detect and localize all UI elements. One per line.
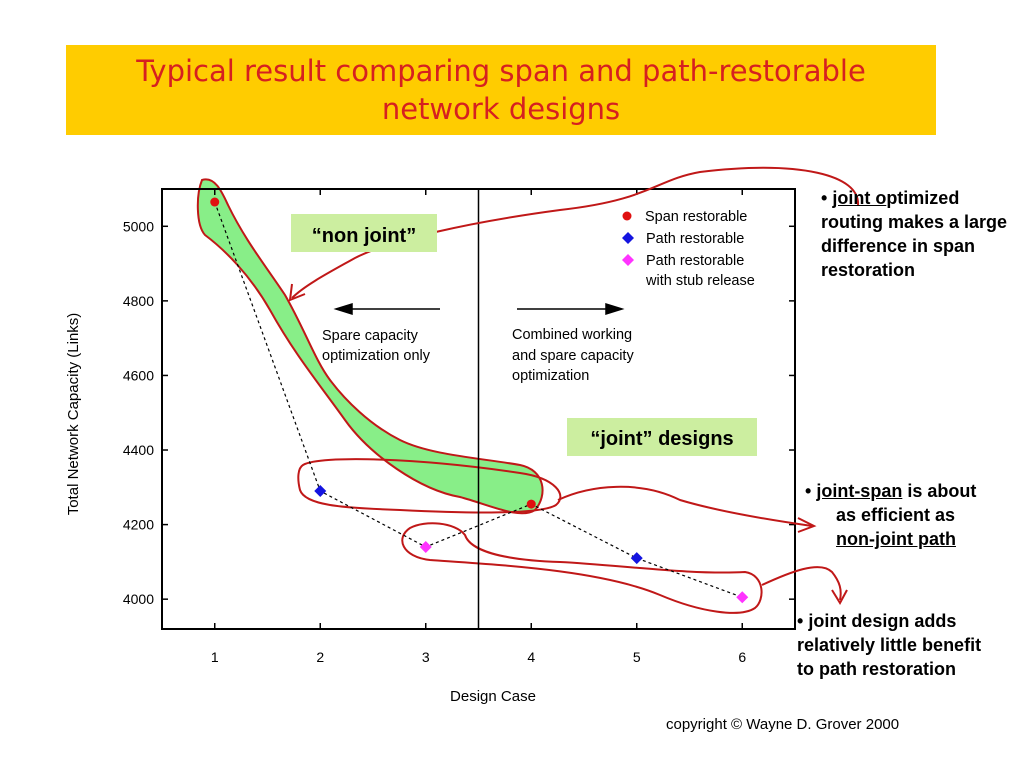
x-tick-label: 1 bbox=[211, 649, 219, 665]
legend-path-label: Path restorable bbox=[646, 231, 744, 247]
x-tick-label: 6 bbox=[738, 649, 746, 665]
x-axis-label: Design Case bbox=[450, 688, 536, 705]
data-point-series-1 bbox=[314, 485, 327, 498]
note3-arrowhead bbox=[831, 589, 848, 606]
region-label-left: Spare capacity optimization only bbox=[322, 328, 431, 364]
note2-line2: as efficient as bbox=[836, 505, 956, 525]
note1-underlined: joint o bbox=[832, 188, 887, 208]
region-label-right-line3: optimization bbox=[512, 368, 589, 384]
x-tick-label: 3 bbox=[422, 649, 430, 665]
x-tick-label: 5 bbox=[633, 649, 641, 665]
data-point-series-0 bbox=[526, 499, 536, 509]
legend-span-label: Span restorable bbox=[645, 209, 747, 225]
left-arrow bbox=[333, 302, 440, 316]
note1-arrowhead bbox=[288, 283, 306, 302]
legend-span-marker bbox=[622, 211, 632, 221]
y-tick-label: 5000 bbox=[123, 218, 154, 234]
note3-text: joint design adds relatively little bene… bbox=[797, 611, 982, 679]
right-arrow bbox=[517, 302, 625, 316]
region-label-right: Combined working and spare capacity opti… bbox=[512, 327, 634, 384]
note2-arrowhead bbox=[797, 517, 817, 533]
x-tick-label: 4 bbox=[527, 649, 535, 665]
x-tick-label: 2 bbox=[316, 649, 324, 665]
y-tick-label: 4600 bbox=[123, 367, 154, 383]
legend-stub-marker bbox=[622, 254, 634, 266]
note2-line3: non-joint path bbox=[836, 529, 956, 549]
note1-bullet: • bbox=[821, 188, 828, 208]
joint-label: “joint” designs bbox=[590, 428, 733, 450]
legend: Span restorable Path restorable Path res… bbox=[622, 209, 755, 289]
y-tick-label: 4200 bbox=[123, 517, 154, 533]
data-point-series-2 bbox=[419, 540, 432, 553]
note3-bullet: • bbox=[797, 611, 804, 631]
non-joint-label: “non joint” bbox=[312, 225, 416, 247]
y-tick-label: 4400 bbox=[123, 442, 154, 458]
copyright: copyright © Wayne D. Grover 2000 bbox=[666, 716, 900, 733]
region-label-left-line1: Spare capacity bbox=[322, 328, 419, 344]
region-label-right-line2: and spare capacity bbox=[512, 348, 634, 364]
note2-bullet: • bbox=[805, 481, 812, 501]
note-joint-optimized: • joint optimized routing makes a large … bbox=[821, 186, 1021, 282]
note-joint-span: • joint-span is about as efficient as no… bbox=[805, 479, 1020, 551]
joint-span-loop bbox=[297, 458, 562, 514]
trend-line bbox=[214, 201, 743, 598]
stub-release-loop bbox=[401, 522, 763, 614]
joint-label-box bbox=[567, 418, 757, 456]
y-axis-label: Total Network Capacity (Links) bbox=[65, 313, 82, 516]
note2-arrow bbox=[557, 485, 813, 527]
note2-mid: is about bbox=[902, 481, 977, 501]
data-point-series-0 bbox=[210, 197, 220, 207]
note1-text: ptimized routing makes a large differenc… bbox=[821, 188, 1008, 280]
note3-arrow bbox=[761, 566, 842, 601]
title-banner: Typical result comparing span and path-r… bbox=[66, 45, 936, 135]
y-tick-label: 4000 bbox=[123, 591, 154, 607]
note1-arrow bbox=[291, 166, 860, 299]
legend-stub-label-line2: with stub release bbox=[645, 273, 755, 289]
legend-path-marker bbox=[622, 232, 634, 244]
data-point-series-2 bbox=[736, 591, 749, 604]
note-joint-design: • joint design adds relatively little be… bbox=[797, 609, 997, 681]
region-label-left-line2: optimization only bbox=[322, 348, 431, 364]
legend-stub-label-line1: Path restorable bbox=[646, 253, 744, 269]
y-tick-label: 4800 bbox=[123, 293, 154, 309]
non-joint-highlight bbox=[196, 178, 544, 515]
non-joint-label-box bbox=[291, 214, 437, 252]
page-title: Typical result comparing span and path-r… bbox=[136, 54, 866, 126]
region-label-right-line1: Combined working bbox=[512, 327, 632, 343]
data-point-series-1 bbox=[630, 552, 643, 565]
note2-underlined: joint-span bbox=[816, 481, 903, 501]
